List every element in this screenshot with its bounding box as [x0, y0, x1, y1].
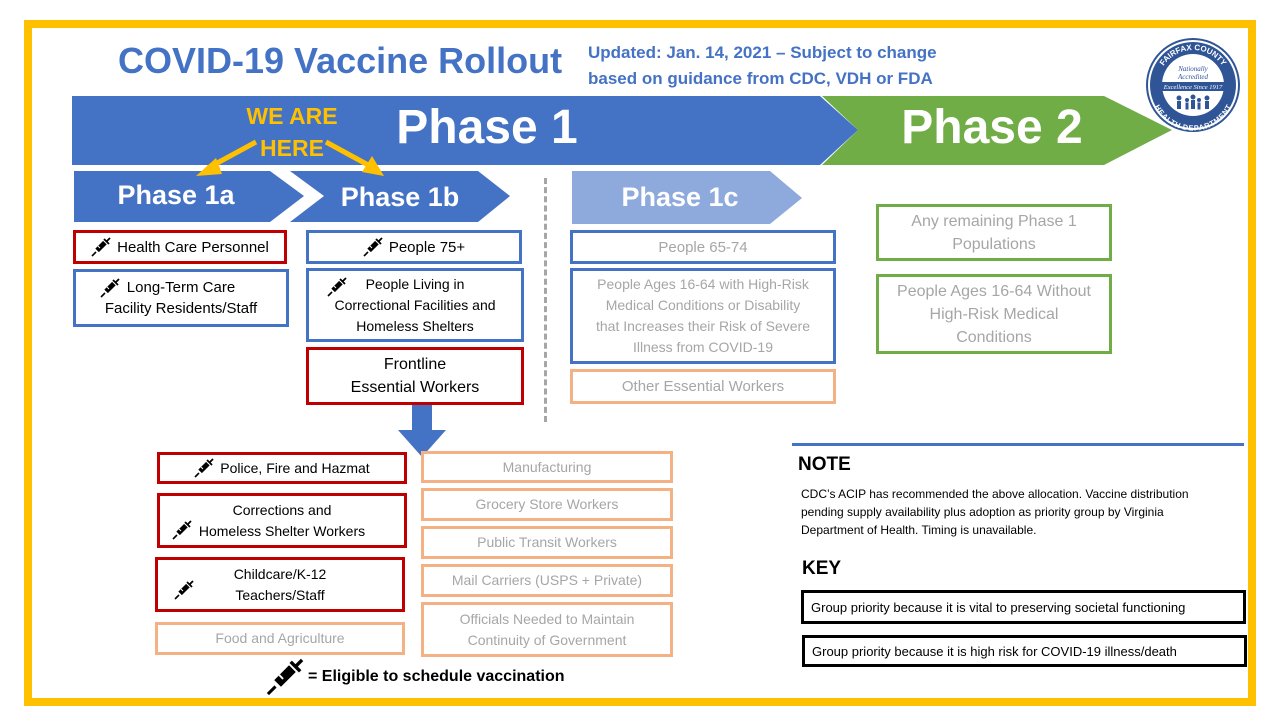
syringe-icon [266, 658, 304, 696]
phase-divider [544, 178, 547, 422]
here-arrow-right-head [362, 156, 384, 176]
key-label: Group priority because it is vital to pr… [811, 599, 1186, 615]
note-text: CDC’s ACIP has recommended the above all… [801, 487, 1189, 537]
subgroup-mail-carriers: Mail Carriers (USPS + Private) [421, 564, 673, 597]
seal-center-line-3: Excellence Since 1917 [1163, 84, 1223, 91]
page-frame [24, 20, 1256, 706]
syringe-icon [100, 278, 120, 298]
syringe-icon [363, 237, 383, 257]
phase-1a-chevron [74, 171, 304, 222]
subgroup-label: Manufacturing [502, 458, 592, 475]
seal-center-line-2: Accredited [1177, 73, 1209, 81]
subgroup-public-transit: Public Transit Workers [421, 526, 673, 559]
group-other-essential: Other Essential Workers [570, 369, 836, 404]
subgroup-label: Food and Agriculture [215, 630, 345, 646]
key-heading: KEY [802, 558, 842, 579]
key-label: Group priority because it is high risk f… [812, 643, 1177, 659]
subgroup-manufacturing: Manufacturing [421, 451, 673, 483]
key-high-risk: Group priority because it is high risk f… [802, 635, 1247, 667]
update-line-2: based on guidance from CDC, VDH or FDA [588, 69, 933, 88]
subgroup-label: Grocery Store Workers [475, 496, 619, 512]
we-are-here-line-1: WE ARE [246, 103, 338, 129]
subgroup-food-agriculture: Food and Agriculture [155, 622, 405, 655]
page-title: COVID-19 Vaccine Rollout [118, 40, 563, 81]
group-label: People 75+ [388, 238, 466, 256]
group-health-care-personnel: Health Care Personnel [73, 230, 287, 264]
subgroup-police-fire-hazmat: Police, Fire and Hazmat [157, 452, 407, 484]
subgroup-label: Police, Fire and Hazmat [220, 459, 370, 476]
health-department-seal: FAIRFAX COUNTY HEALTH DEPARTMENT Nationa… [1146, 38, 1240, 133]
update-notice: Updated: Jan. 14, 2021 – Subject to chan… [588, 40, 937, 92]
phase-1-banner [72, 96, 858, 165]
update-line-1: Updated: Jan. 14, 2021 – Subject to chan… [588, 43, 937, 62]
phase-1a-label: Phase 1a [117, 180, 235, 210]
syringe-icon [327, 277, 347, 297]
syringe-icon [174, 580, 194, 600]
phase-1b-chevron [290, 171, 510, 222]
down-arrow-icon [398, 402, 446, 457]
subgroup-grocery: Grocery Store Workers [421, 488, 673, 521]
phase-1c-chevron [572, 171, 802, 224]
syringe-icon [194, 458, 214, 478]
note-divider [792, 443, 1244, 446]
group-people-65-74: People 65-74 [570, 230, 836, 264]
group-label: Other Essential Workers [621, 378, 785, 395]
we-are-here-callout: WE ARE HERE [240, 100, 344, 164]
legend-text: = Eligible to schedule vaccination [308, 668, 565, 685]
syringe-icon [172, 520, 192, 540]
seal-center-line-1: Nationally [1177, 65, 1208, 73]
phase-1c-label: Phase 1c [621, 182, 739, 212]
phase-1b-label: Phase 1b [340, 182, 460, 212]
note-heading: NOTE [798, 454, 851, 475]
phase-1-label: Phase 1 [396, 101, 578, 154]
phase-2-label: Phase 2 [901, 101, 1083, 154]
here-arrow-left-head [196, 158, 222, 176]
here-arrow-right-line [324, 139, 372, 169]
key-societal-function: Group priority because it is vital to pr… [801, 590, 1246, 624]
subgroup-label: Public Transit Workers [477, 534, 617, 550]
eligible-legend: = Eligible to schedule vaccination [266, 658, 565, 696]
syringe-icon [91, 237, 111, 257]
phase-2-banner [822, 96, 1172, 165]
group-label: People 65-74 [658, 238, 748, 256]
we-are-here-line-2: HERE [260, 135, 324, 161]
group-label: Health Care Personnel [117, 238, 269, 256]
subgroup-label: Mail Carriers (USPS + Private) [451, 572, 643, 588]
group-people-75-plus: People 75+ [306, 230, 522, 264]
